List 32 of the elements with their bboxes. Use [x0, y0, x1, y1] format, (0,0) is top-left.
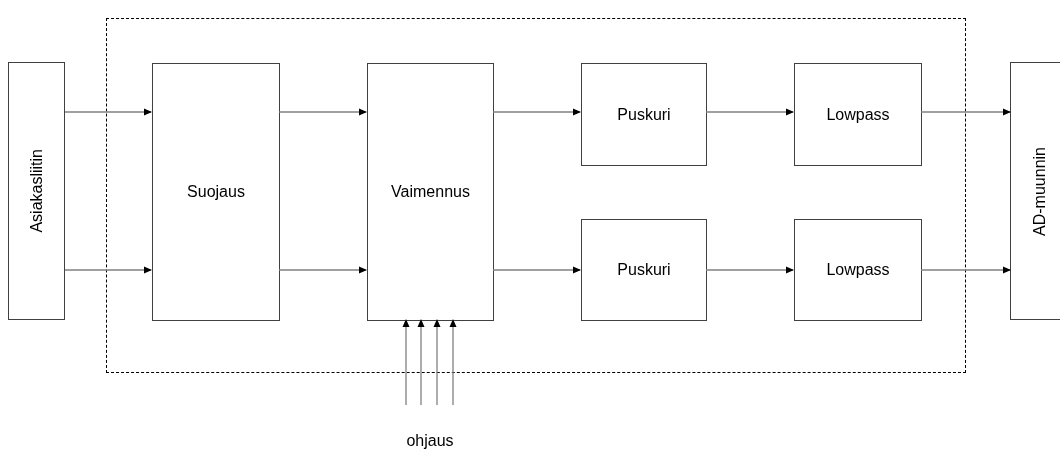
- arrow: [920, 108, 1011, 116]
- block-box: [794, 219, 922, 321]
- block-box: [152, 63, 280, 321]
- arrow: [64, 108, 152, 116]
- arrow: [492, 108, 581, 116]
- block-box: [794, 63, 922, 166]
- arrow: [402, 319, 410, 406]
- arrow: [278, 108, 367, 116]
- block-label: Puskuri: [617, 260, 671, 280]
- block-box: [367, 63, 494, 321]
- arrow: [492, 266, 581, 274]
- block-label: Puskuri: [617, 104, 671, 125]
- block-label: Lowpass: [826, 104, 890, 125]
- arrow: [449, 319, 457, 406]
- arrow: [64, 266, 152, 274]
- arrow: [278, 266, 367, 274]
- control-label: ohjaus: [406, 431, 454, 451]
- arrow: [705, 108, 794, 116]
- block-label: AD-muunnin: [1030, 146, 1049, 236]
- block-label: Vaimennus: [391, 182, 470, 202]
- dashed-group-box: [106, 18, 966, 373]
- arrow: [920, 266, 1011, 274]
- block-box: [581, 63, 707, 166]
- block-label: Asiakasliitin: [26, 149, 46, 233]
- block-box: [581, 219, 707, 321]
- block-label: Lowpass: [826, 260, 890, 280]
- arrow: [705, 266, 794, 274]
- arrow: [417, 319, 425, 406]
- arrow: [433, 319, 441, 406]
- block-box: [1010, 62, 1060, 320]
- block-label: Suojaus: [187, 182, 245, 202]
- block-box: [8, 62, 65, 320]
